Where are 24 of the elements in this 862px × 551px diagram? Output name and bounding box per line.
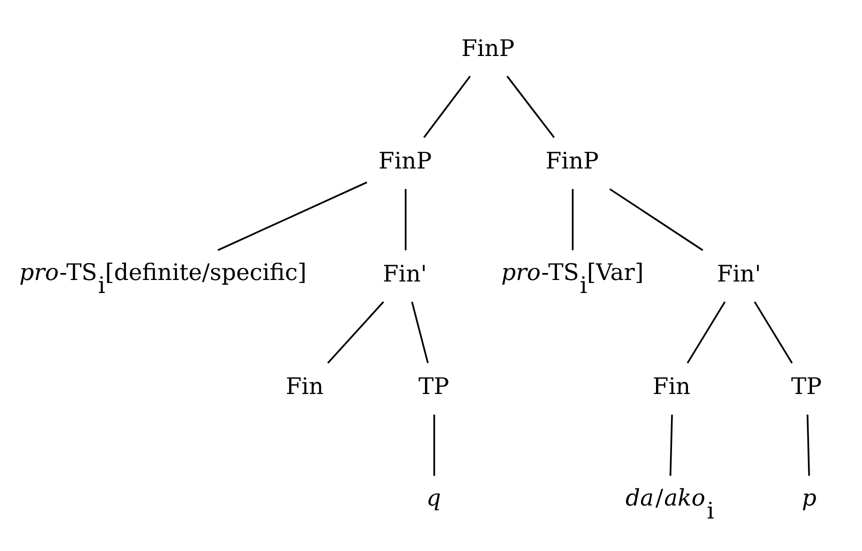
connector [754,300,793,363]
connector [433,414,436,476]
connector [670,414,673,476]
node-text: TP [791,374,822,400]
node-text: TP [418,374,450,400]
connector [506,75,555,138]
connector [404,188,407,250]
connector [609,188,704,250]
node-text: q [426,485,441,512]
connector [806,414,810,476]
connector [423,75,471,138]
node-text: Fin [286,374,324,400]
node-text: FinP [378,148,432,174]
node-text: FinP [546,148,599,174]
node-text: FinP [461,35,515,62]
connector [327,300,384,364]
connector [572,188,574,250]
connector [218,181,368,250]
connector [686,300,726,363]
node-text: Fin' [716,260,762,287]
node-text: p [802,485,816,512]
connector [411,301,429,363]
node-text: Fin' [382,260,427,287]
node-text: Fin [652,374,691,400]
